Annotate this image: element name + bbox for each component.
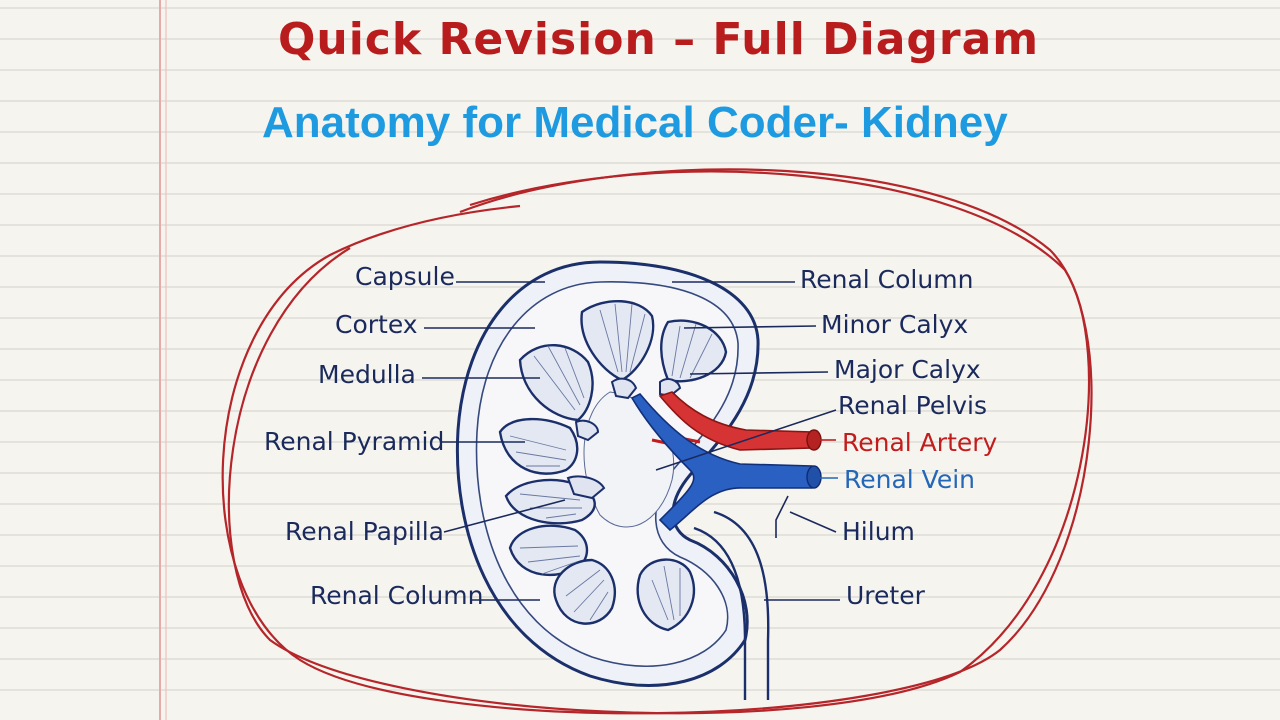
renal-pyramid <box>498 417 579 475</box>
label-cortex: Cortex <box>335 310 418 339</box>
label-renal-column-left: Renal Column <box>310 581 484 610</box>
label-capsule: Capsule <box>355 262 455 291</box>
page-title: Quick Revision – Full Diagram <box>278 14 1040 65</box>
label-renal-pelvis: Renal Pelvis <box>838 391 987 420</box>
label-medulla: Medulla <box>318 360 416 389</box>
highlight-circle <box>221 168 1093 715</box>
minor-calyx <box>566 475 606 500</box>
label-renal-vein: Renal Vein <box>844 465 976 494</box>
label-hilum: Hilum <box>842 517 915 546</box>
renal-pyramid <box>508 524 589 577</box>
renal-vein <box>630 393 822 532</box>
renal-pyramid <box>553 558 616 625</box>
label-minor-calyx: Minor Calyx <box>821 310 969 339</box>
ureter <box>693 510 770 700</box>
minor-calyx <box>574 419 600 442</box>
label-ureter: Ureter <box>846 581 925 610</box>
leader-lines <box>422 281 840 601</box>
pyramid-striations <box>509 303 713 621</box>
label-major-calyx: Major Calyx <box>834 355 981 384</box>
label-renal-artery: Renal Artery <box>842 428 998 457</box>
label-renal-column-right: Renal Column <box>800 265 974 294</box>
label-renal-pyramid: Renal Pyramid <box>264 427 445 456</box>
renal-pyramid <box>580 300 655 382</box>
renal-pyramid <box>518 344 594 422</box>
page-subtitle: Anatomy for Medical Coder- Kidney <box>262 98 1008 147</box>
minor-calyx <box>610 377 638 400</box>
renal-pyramid <box>660 319 728 383</box>
minor-calyces <box>566 377 682 500</box>
label-renal-papilla: Renal Papilla <box>285 517 444 546</box>
